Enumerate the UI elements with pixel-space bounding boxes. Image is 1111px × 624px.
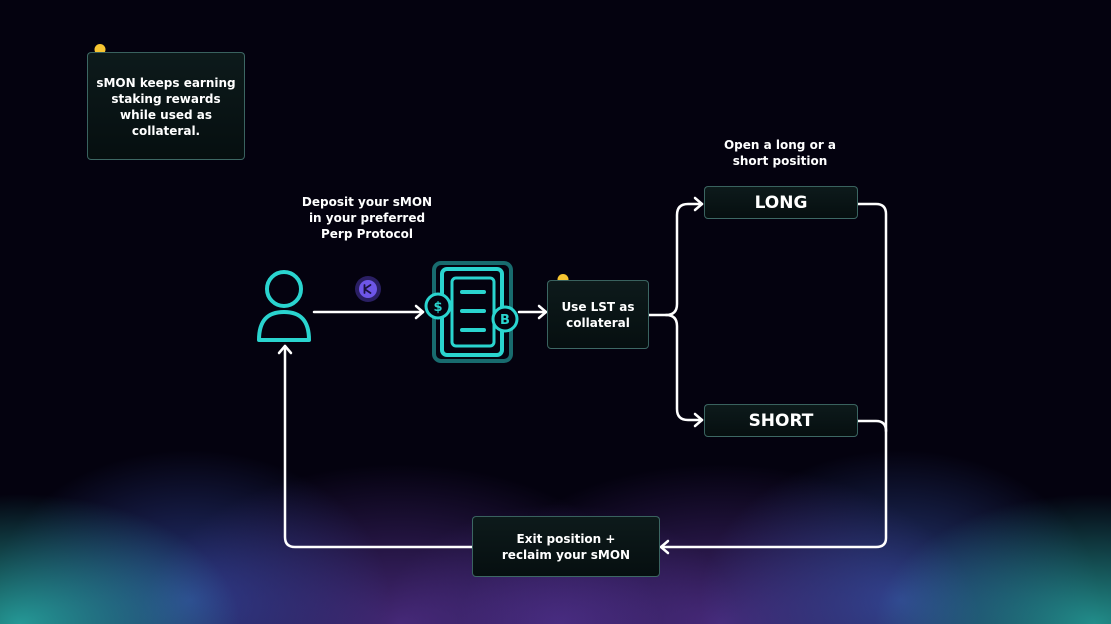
staking-tip-box: sMON keeps earning staking rewards while… [87,52,245,160]
arrow-branch [647,196,704,428]
arrow-to-exit [659,202,888,555]
exit-box: Exit position + reclaim your sMON [472,516,660,577]
svg-text:$: $ [433,300,442,315]
staking-tip-text: sMON keeps earning staking rewards while… [96,76,236,138]
exit-label: Exit position + reclaim your sMON [501,531,631,562]
smon-token-icon [355,276,381,302]
arrow-to-collateral [517,304,548,320]
perp-protocol-icon: $ B [424,261,519,363]
deposit-caption: Deposit your sMON in your preferred Perp… [301,195,433,241]
svg-text:B: B [500,313,510,328]
long-label: LONG [754,192,808,213]
arrow-return [277,344,474,549]
short-label: SHORT [748,410,814,431]
collateral-label: Use LST as collateral [561,299,635,330]
collateral-box: Use LST as collateral [547,280,649,349]
long-box: LONG [704,186,858,219]
short-box: SHORT [704,404,858,437]
position-caption: Open a long or a short position [723,138,837,168]
user-icon [257,270,311,342]
arrow-deposit [312,304,425,320]
